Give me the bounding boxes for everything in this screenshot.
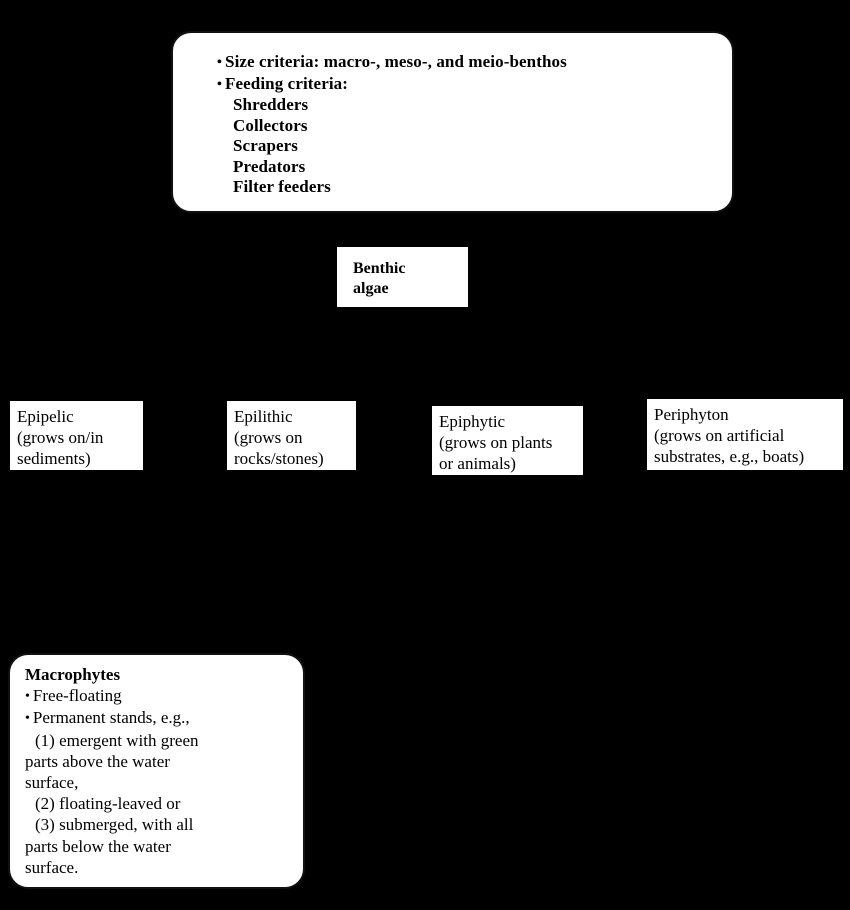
macrophytes-line: (1) emergent with green [35,730,199,750]
habitat-node-periphyton: Periphyton (grows on artificial substrat… [645,397,845,472]
benthic-algae-label: Benthic algae [353,260,406,297]
macrophytes-list: Macrophytes•Free-floating•Permanent stan… [25,664,295,878]
bullet-icon: • [25,689,30,705]
benthic-algae-node: Benthic algae [335,245,470,309]
habitat-label-periphyton: Periphyton (grows on artificial substrat… [654,405,805,466]
criteria-line: Shredders [233,95,309,114]
macrophytes-line: (2) floating-leaved or [35,794,181,814]
habitat-node-epiphytic: Epiphytic (grows on plants or animals) [430,404,585,477]
macrophytes-line: parts above the water [25,751,170,771]
habitat-label-epilithic: Epilithic (grows on rocks/stones) [234,407,324,468]
macrophytes-line: •Permanent stands, e.g., [25,707,295,729]
macrophytes-text: Free-floating [32,686,122,706]
criteria-text: Feeding criteria: [225,73,349,93]
benthos-criteria-list: •Size criteria: macro-, meso-, and meio-… [217,52,567,198]
macrophytes-line: •Free-floating [25,685,295,707]
macrophytes-line: parts below the water [25,836,171,856]
benthos-criteria-card: •Size criteria: macro-, meso-, and meio-… [171,31,734,213]
bullet-icon: • [217,55,223,70]
macrophytes-line: surface. [25,857,79,877]
habitat-node-epilithic: Epilithic (grows on rocks/stones) [225,399,358,472]
criteria-line: Collectors [233,115,308,135]
criteria-line: Scrapers [233,136,299,155]
habitat-label-epiphytic: Epiphytic (grows on plants or animals) [439,412,553,473]
habitat-node-epipelic: Epipelic (grows on/in sediments) [8,399,145,472]
macrophytes-line: (3) submerged, with all [35,815,194,835]
criteria-line: •Feeding criteria: [217,74,567,96]
bullet-icon: • [217,76,223,92]
criteria-text: Size criteria: macro-, meso-, and meio-b… [225,52,567,71]
macrophytes-line: surface, [25,773,79,793]
criteria-line: •Size criteria: macro-, meso-, and meio-… [217,52,567,74]
habitat-label-epipelic: Epipelic (grows on/in sediments) [17,407,104,468]
macrophytes-text: Permanent stands, e.g., [32,708,190,728]
bullet-icon: • [25,711,30,727]
criteria-line: Filter feeders [233,177,331,196]
criteria-line: Predators [233,156,306,176]
macrophytes-line: Macrophytes [25,665,121,684]
macrophytes-card: Macrophytes•Free-floating•Permanent stan… [8,653,305,889]
